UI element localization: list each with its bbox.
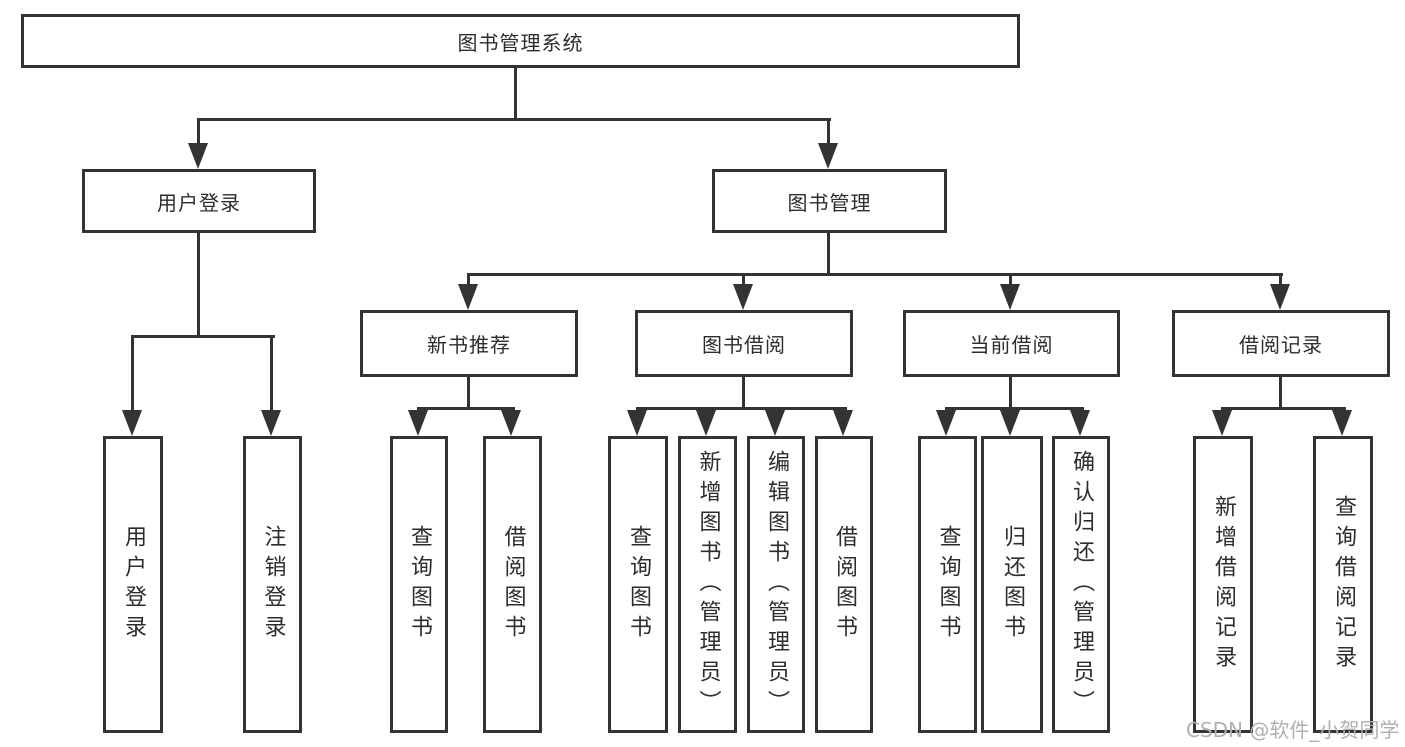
connector-vline bbox=[827, 233, 830, 276]
arrow-down-icon bbox=[818, 143, 838, 169]
node-label: 注销登录 bbox=[260, 524, 286, 645]
connector-vline bbox=[827, 118, 830, 146]
arrow-down-icon bbox=[833, 410, 853, 436]
connector-hline bbox=[197, 118, 831, 121]
node-label: 图书管理系统 bbox=[457, 30, 584, 55]
arrow-down-icon bbox=[1000, 410, 1020, 436]
node-label: 查询图书 bbox=[626, 524, 651, 645]
arrow-down-icon bbox=[458, 284, 478, 310]
node-label: 新增图书（管理员） bbox=[695, 449, 721, 720]
node-label: 查询图书 bbox=[407, 524, 432, 645]
node-user-login-leaf: 用户登录 bbox=[103, 436, 163, 733]
connector-vline bbox=[514, 68, 517, 121]
node-label: 当前借阅 bbox=[969, 333, 1054, 357]
node-logout: 注销登录 bbox=[243, 436, 302, 733]
node-query-books-recommend: 查询图书 bbox=[390, 436, 448, 733]
node-user-login: 用户登录 bbox=[82, 169, 316, 233]
node-label: 新书推荐 bbox=[427, 333, 511, 357]
connector-vline bbox=[742, 273, 745, 287]
node-label: 借阅图书 bbox=[500, 524, 526, 645]
csdn-watermark: CSDN @软件_小贺同学 bbox=[1186, 718, 1400, 742]
node-label: 借阅图书 bbox=[832, 524, 857, 645]
arrow-down-icon bbox=[765, 410, 785, 436]
node-label: 查询图书 bbox=[935, 524, 961, 645]
node-label: 图书管理 bbox=[787, 190, 872, 215]
connector-vline bbox=[197, 233, 200, 338]
node-label: 查询借阅记录 bbox=[1331, 494, 1356, 675]
connector-hline bbox=[417, 407, 515, 410]
connector-vline bbox=[467, 273, 470, 287]
arrow-down-icon bbox=[1070, 410, 1090, 436]
connector-vline bbox=[1279, 273, 1282, 287]
node-borrow-books: 借阅图书 bbox=[815, 436, 873, 733]
arrow-down-icon bbox=[408, 410, 428, 436]
node-query-books-borrowing: 查询图书 bbox=[608, 436, 668, 733]
arrow-down-icon bbox=[1270, 284, 1290, 310]
node-library-management-system: 图书管理系统 bbox=[21, 14, 1020, 68]
connector-vline bbox=[467, 377, 470, 410]
arrow-down-icon bbox=[1000, 284, 1020, 310]
node-edit-book-admin: 编辑图书（管理员） bbox=[747, 436, 805, 733]
arrow-down-icon bbox=[188, 143, 208, 169]
connector-hline bbox=[945, 407, 1084, 410]
node-add-book-admin: 新增图书（管理员） bbox=[678, 436, 737, 733]
node-label: 确认归还（管理员） bbox=[1069, 449, 1094, 720]
node-book-borrowing: 图书借阅 bbox=[635, 310, 853, 377]
arrow-down-icon bbox=[1332, 410, 1352, 436]
connector-hline bbox=[467, 273, 1283, 276]
node-label: 新增借阅记录 bbox=[1211, 494, 1236, 675]
arrow-down-icon bbox=[122, 410, 142, 436]
node-borrowing-records: 借阅记录 bbox=[1172, 310, 1390, 377]
node-add-borrow-record: 新增借阅记录 bbox=[1193, 436, 1253, 733]
node-new-book-recommendation: 新书推荐 bbox=[360, 310, 578, 377]
arrow-down-icon bbox=[627, 410, 647, 436]
arrow-down-icon bbox=[261, 410, 281, 436]
node-label: 借阅记录 bbox=[1239, 333, 1323, 357]
arrow-down-icon bbox=[1212, 410, 1232, 436]
connector-vline bbox=[197, 118, 200, 146]
node-label: 编辑图书（管理员） bbox=[764, 449, 789, 720]
arrow-down-icon bbox=[501, 410, 521, 436]
node-borrow-books-recommend: 借阅图书 bbox=[483, 436, 542, 733]
connector-vline bbox=[1009, 377, 1012, 410]
node-label: 归还图书 bbox=[1000, 524, 1025, 645]
connector-vline bbox=[270, 335, 273, 412]
arrow-down-icon bbox=[733, 284, 753, 310]
connector-vline bbox=[1009, 273, 1012, 287]
connector-hline bbox=[131, 335, 275, 338]
arrow-down-icon bbox=[696, 410, 716, 436]
connector-hline bbox=[636, 407, 847, 410]
node-label: 用户登录 bbox=[121, 524, 146, 645]
connector-vline bbox=[742, 377, 745, 410]
node-label: 图书借阅 bbox=[702, 333, 786, 357]
connector-vline bbox=[1279, 377, 1282, 410]
node-query-borrow-record: 查询借阅记录 bbox=[1313, 436, 1373, 733]
node-confirm-return-admin: 确认归还（管理员） bbox=[1052, 436, 1110, 733]
node-current-borrowing: 当前借阅 bbox=[903, 310, 1120, 377]
arrow-down-icon bbox=[936, 410, 956, 436]
node-return-book: 归还图书 bbox=[981, 436, 1043, 733]
node-label: 用户登录 bbox=[157, 190, 241, 215]
node-book-management: 图书管理 bbox=[712, 169, 947, 233]
node-query-books-current: 查询图书 bbox=[918, 436, 977, 733]
connector-vline bbox=[131, 335, 134, 412]
connector-hline bbox=[1221, 407, 1346, 410]
